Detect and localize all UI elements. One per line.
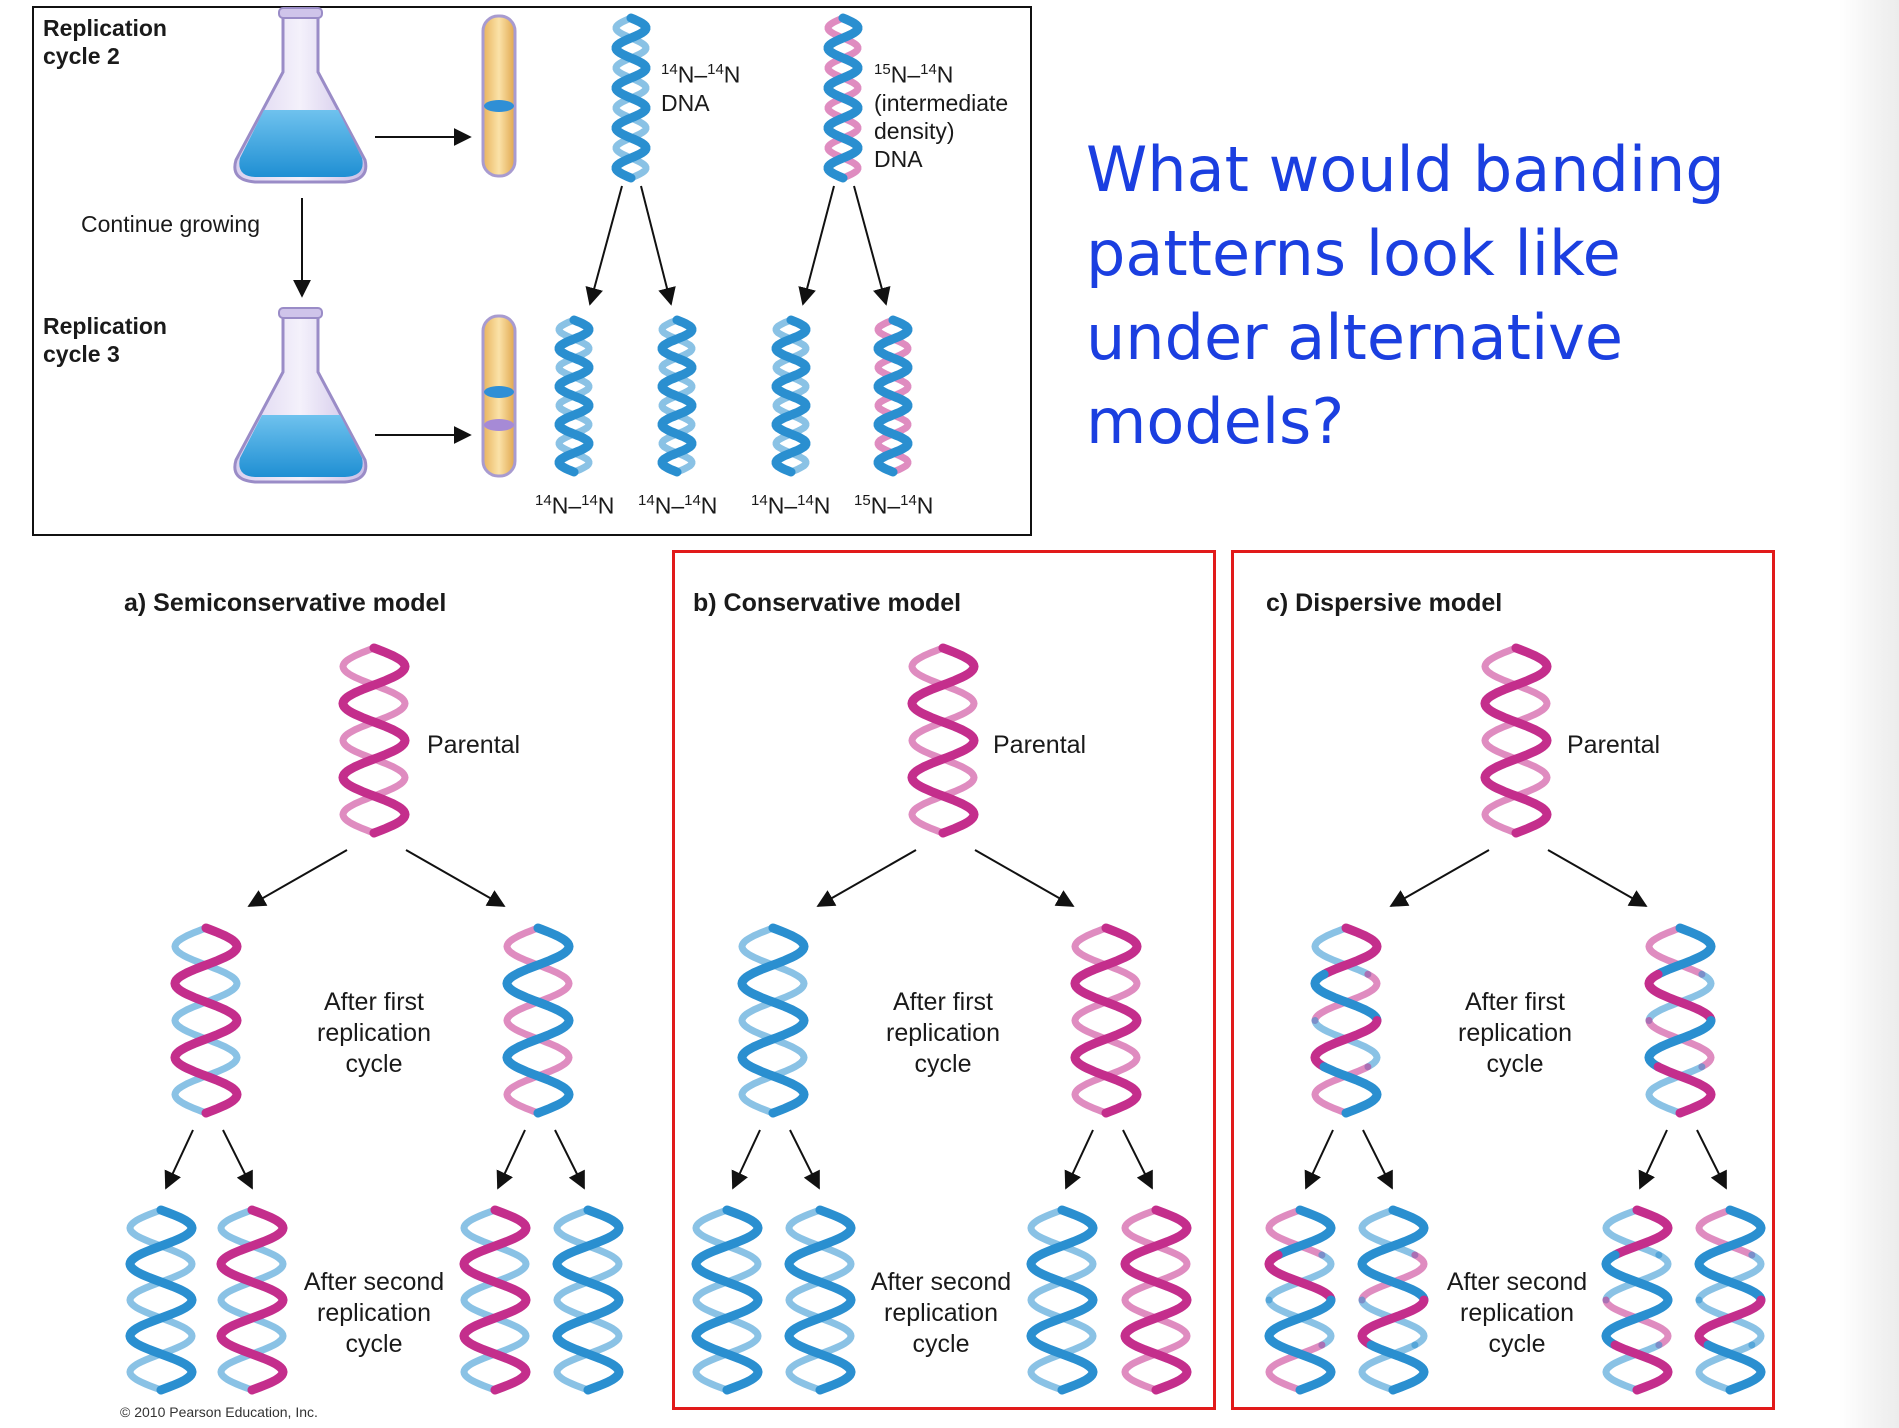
flask-cycle-2 [233, 7, 368, 184]
dispersive-gen1-right [1644, 923, 1716, 1118]
conservative-gen1-left [737, 923, 809, 1118]
conservative-arrow-g1r-a [1064, 1129, 1094, 1190]
stage-label-cycle-3: Replication cycle 3 [43, 313, 167, 367]
conservative-parental-helix [907, 643, 979, 838]
conservative-arrow-left [816, 849, 917, 907]
first-cycle-label-c: After first replication cycle [1458, 988, 1572, 1078]
helix-cycle3-2 [657, 315, 697, 477]
semiconservative-parental-helix [338, 643, 410, 838]
conservative-gen1-right [1070, 923, 1142, 1118]
model-title-conservative: b) Conservative model [693, 589, 962, 617]
second-cycle-label-b: After second replication cycle [870, 1268, 1012, 1358]
continue-growing-label: Continue growing [81, 211, 261, 237]
semiconservative-gen2-2 [216, 1205, 288, 1395]
bottom-label-4: 15N–14N [854, 492, 934, 519]
dispersive-arrow-g1l-a [1304, 1129, 1334, 1190]
slide-question: What would banding patterns look like un… [1086, 133, 1725, 458]
dispersive-gen2-3 [1601, 1205, 1673, 1395]
slide-edge-shadow [1839, 0, 1899, 1428]
centrifuge-tube-cycle-3 [481, 314, 517, 478]
dispersive-arrow-left [1389, 849, 1490, 907]
helix-cycle3-3 [771, 315, 811, 477]
stage-label-cycle-2: Replication cycle 2 [43, 15, 167, 69]
helix-light-cycle2 [611, 13, 651, 183]
semiconservative-arrow-left [247, 849, 348, 907]
parental-label-c: Parental [1567, 731, 1661, 759]
dispersive-gen1-left [1310, 923, 1382, 1118]
dispersive-gen2-2 [1357, 1205, 1429, 1395]
dispersive-arrow-g1r-b [1696, 1129, 1727, 1190]
parental-label-b: Parental [993, 731, 1087, 759]
model-title-dispersive: c) Dispersive model [1266, 589, 1503, 617]
semiconservative-gen2-4 [552, 1205, 624, 1395]
bottom-label-3: 14N–14N [751, 492, 831, 519]
conservative-arrow-right [974, 849, 1075, 907]
meselson-stahl-figure [32, 6, 1032, 536]
dispersive-gen2-1 [1264, 1205, 1336, 1395]
bottom-label-1: 14N–14N [535, 492, 615, 519]
dispersive-arrow-right [1547, 849, 1648, 907]
caption-light-dna: 14N–14N DNA [661, 61, 741, 116]
parental-label-a: Parental [427, 731, 521, 759]
dispersive-arrow-g1l-b [1362, 1129, 1393, 1190]
conservative-gen2-3 [1026, 1205, 1098, 1395]
dispersive-arrow-g1r-a [1638, 1129, 1668, 1190]
dispersive-parental-helix [1480, 643, 1552, 838]
semiconservative-arrow-g1l-b [222, 1129, 253, 1190]
highlight-frame-dispersive [1231, 550, 1775, 1410]
conservative-arrow-g1l-b [789, 1129, 820, 1190]
copyright-notice: © 2010 Pearson Education, Inc. [120, 1404, 318, 1420]
second-cycle-label-a: After second replication cycle [303, 1268, 445, 1358]
semiconservative-gen2-3 [459, 1205, 531, 1395]
conservative-gen2-1 [691, 1205, 763, 1395]
helix-intermediate-cycle2 [823, 13, 863, 183]
conservative-gen2-4 [1120, 1205, 1192, 1395]
dispersive-gen2-4 [1694, 1205, 1766, 1395]
caption-intermediate-dna: 15N–14N (intermediate density) DNA [874, 61, 1009, 172]
semiconservative-arrow-g1r-b [554, 1129, 585, 1190]
flask-cycle-3 [233, 307, 368, 484]
semiconservative-arrow-right [405, 849, 506, 907]
helix-cycle3-1 [554, 315, 594, 477]
conservative-arrow-g1r-b [1122, 1129, 1153, 1190]
semiconservative-gen2-1 [125, 1205, 197, 1395]
semiconservative-gen1-left [170, 923, 242, 1118]
model-title-semiconservative: a) Semiconservative model [124, 589, 447, 617]
conservative-arrow-g1l-a [731, 1129, 761, 1190]
first-cycle-label-b: After first replication cycle [886, 988, 1000, 1078]
first-cycle-label-a: After first replication cycle [317, 988, 431, 1078]
conservative-gen2-2 [784, 1205, 856, 1395]
helix-cycle3-4 [873, 315, 913, 477]
semiconservative-arrow-g1l-a [164, 1129, 194, 1190]
semiconservative-gen1-right [502, 923, 574, 1118]
highlight-frame-conservative [672, 550, 1216, 1410]
arrow-top-1 [585, 185, 623, 306]
centrifuge-tube-cycle-2 [481, 14, 517, 178]
arrow-top-3 [798, 185, 835, 306]
semiconservative-arrow-g1r-a [496, 1129, 526, 1190]
arrow-top-2 [640, 185, 676, 306]
arrow-top-4 [853, 185, 891, 306]
bottom-label-2: 14N–14N [638, 492, 718, 519]
second-cycle-label-c: After second replication cycle [1446, 1268, 1588, 1358]
